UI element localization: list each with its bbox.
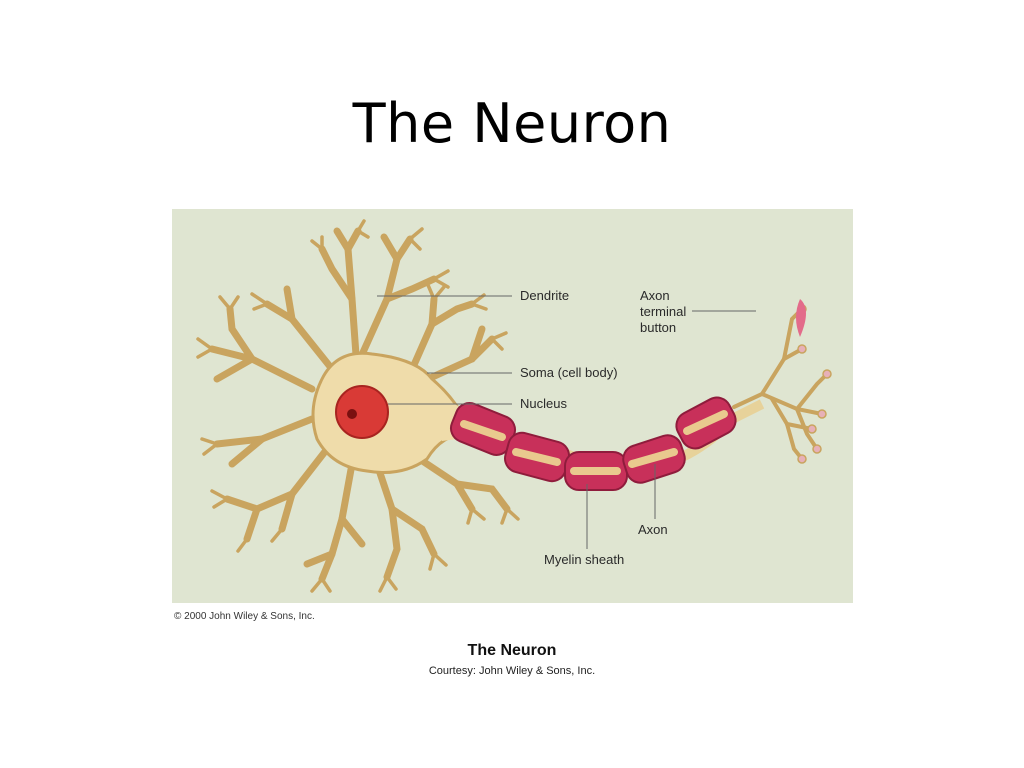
label-axon-terminal-line3: button — [640, 320, 677, 335]
caption-subtitle: Courtesy: John Wiley & Sons, Inc. — [428, 665, 596, 677]
label-axon-terminal-line1: Axon — [640, 288, 670, 303]
label-nucleus: Nucleus — [520, 396, 567, 411]
slide-title: The Neuron — [352, 92, 672, 155]
dendrites — [208, 227, 511, 583]
label-soma: Soma (cell body) — [520, 365, 618, 380]
nucleus-shape — [335, 385, 389, 439]
myelin-sheath-segments — [449, 396, 737, 491]
label-axon-terminal-line2: terminal — [640, 304, 687, 319]
copyright-text: © 2000 John Wiley & Sons, Inc. — [174, 611, 315, 622]
neuron-illustration — [196, 219, 832, 593]
caption-title: The Neuron — [467, 642, 557, 659]
leader-lines — [377, 295, 756, 549]
neuron-diagram: Dendrite Soma (cell body) Nucleus Axon t… — [172, 209, 853, 603]
axon-terminal — [732, 307, 829, 461]
label-myelin-sheath: Myelin sheath — [544, 552, 625, 567]
label-dendrite: Dendrite — [520, 288, 570, 303]
label-axon: Axon — [638, 522, 668, 537]
